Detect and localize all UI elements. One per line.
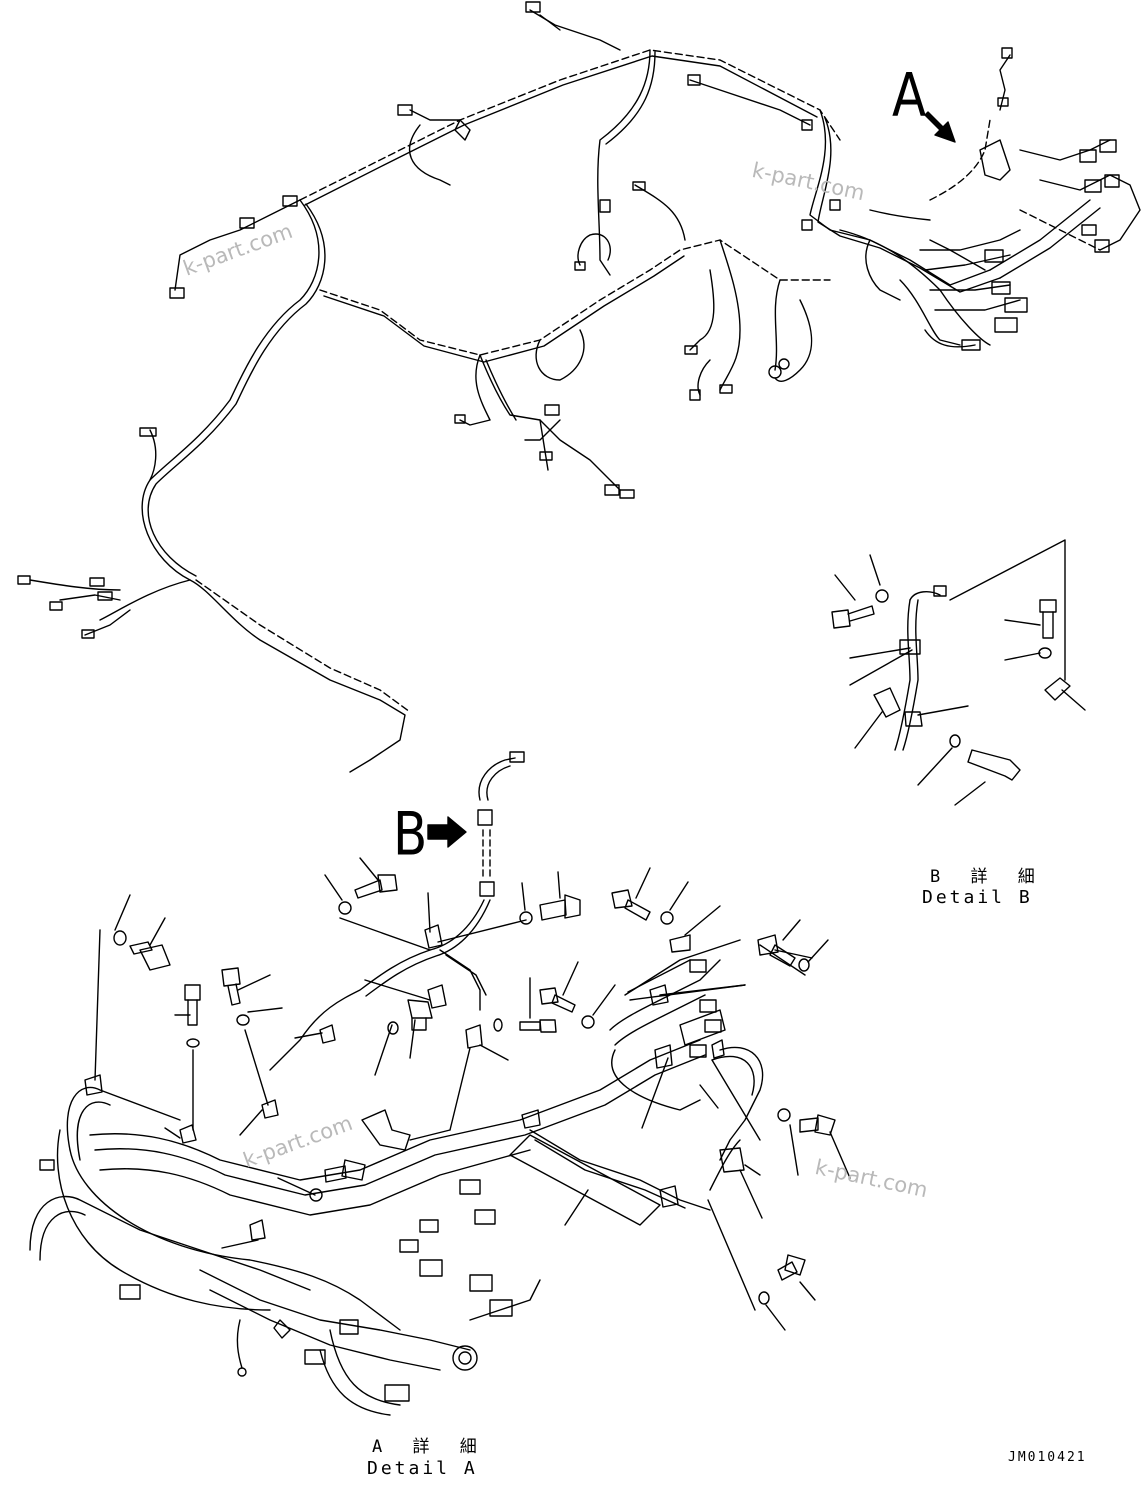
arrow-a-label: A xyxy=(892,60,927,130)
drawing-code: JM010421 xyxy=(1008,1450,1087,1465)
detail-a-caption-en: Detail A xyxy=(367,1458,478,1479)
detail-a-caption-jp: A 詳 細 xyxy=(372,1437,487,1457)
arrow-b-label: B xyxy=(393,799,428,869)
detail-b-diagram xyxy=(831,539,1086,806)
detail-b-caption-en: Detail B xyxy=(922,887,1033,908)
detail-b-caption-jp: B 詳 細 xyxy=(930,867,1045,887)
overview-harness xyxy=(17,1,1141,773)
detail-a-diagram xyxy=(29,751,851,1416)
